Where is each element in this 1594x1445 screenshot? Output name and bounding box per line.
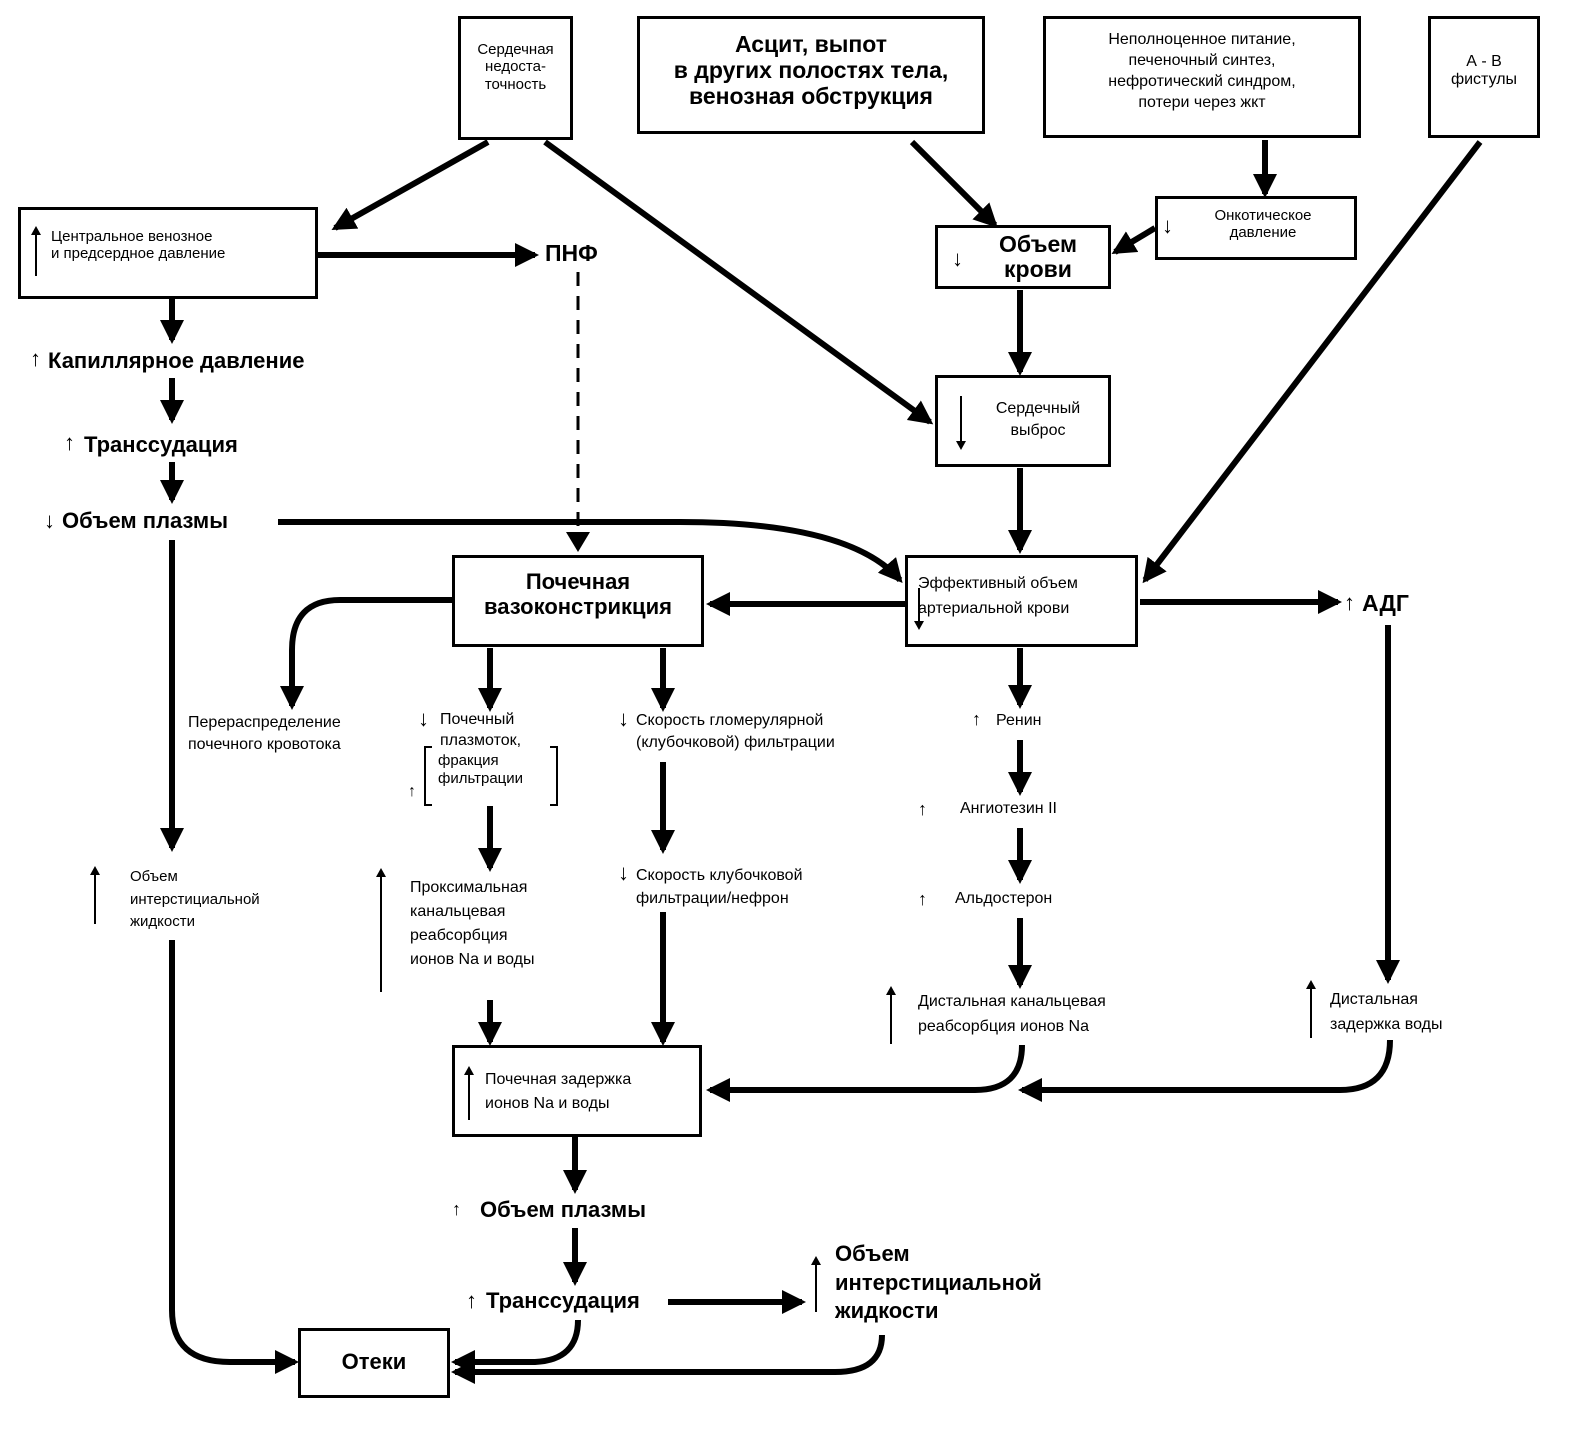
down-icon: ↓ xyxy=(418,706,429,731)
box-oncotic: ↓ Онкотическое давление xyxy=(1155,196,1357,260)
up-icon: ↑ xyxy=(408,783,416,800)
up-icon xyxy=(464,1066,474,1120)
down-icon: ↓ xyxy=(618,860,629,885)
down-icon xyxy=(914,588,924,630)
interstitial-left-label: Объем интерстициальной жидкости xyxy=(130,868,260,930)
arrow-interstitial-to-edema xyxy=(169,940,299,1374)
arrow-distal-to-retention xyxy=(706,1044,1025,1102)
box-renal-vaso: Почечная вазоконстрикция xyxy=(452,555,704,647)
box-renal-retention: Почечная задержка ионов Na и воды xyxy=(452,1045,702,1137)
oncotic-label: Онкотическое давление xyxy=(1214,207,1312,242)
box-edema: Отеки xyxy=(298,1328,450,1398)
arrow-av-to-effective xyxy=(1142,140,1483,584)
gfr-nephron-label: Скорость клубочковой фильтрации/нефрон xyxy=(636,867,803,908)
up-icon xyxy=(90,866,100,924)
box-blood-volume: ↓ Объем крови xyxy=(935,225,1111,289)
box-av-fistula: А - В фистулы xyxy=(1428,16,1540,138)
down-icon: ↓ xyxy=(618,706,629,731)
arrow-oncotic-to-volume xyxy=(1111,225,1157,255)
distal-na-label: Дистальная канальцевая реабсорбция ионов… xyxy=(918,993,1106,1035)
up-icon: ↑ xyxy=(972,709,981,729)
up-icon: ↑ xyxy=(30,346,41,371)
effective-volume-label: Эффективный объем артериальной крови xyxy=(918,575,1078,617)
ascites-label: Асцит, выпот в других полостях тела, вен… xyxy=(673,31,949,109)
aldosterone-label: Альдостерон xyxy=(955,890,1053,907)
box-effective-volume: Эффективный объем артериальной крови xyxy=(905,555,1138,647)
blood-volume-label: Объем крови xyxy=(998,231,1078,283)
angiotensin-label: Ангиотезин II xyxy=(960,800,1057,817)
plasma-volume-down-label: Объем плазмы xyxy=(62,508,228,533)
box-central-venous: Центральное венозное и предсердное давле… xyxy=(18,207,318,299)
up-icon: ↑ xyxy=(452,1199,461,1219)
down-icon: ↓ xyxy=(44,508,55,533)
renal-plasma-label: Почечный плазмоток, xyxy=(440,711,522,749)
up-icon: ↑ xyxy=(1344,590,1355,615)
up-icon: ↑ xyxy=(64,430,75,455)
malnutrition-label: Неполноценное питание, печеночный синтез… xyxy=(1108,31,1296,112)
distal-water-label: Дистальная задержка воды xyxy=(1330,991,1443,1033)
up-icon: ↑ xyxy=(466,1288,477,1313)
bracket-right xyxy=(550,746,558,806)
renal-vaso-label: Почечная вазоконстрикция xyxy=(484,569,672,619)
up-icon: ↑ xyxy=(918,799,927,819)
up-icon xyxy=(811,1256,821,1312)
filtration-fraction-label: фракция фильтрации xyxy=(438,752,524,788)
arrow-distal-water-to-retention xyxy=(1018,1039,1393,1102)
renal-retention-label: Почечная задержка ионов Na и воды xyxy=(485,1071,632,1112)
arrow-plasma-to-effective xyxy=(278,519,903,584)
box-heart-failure: Сердечная недоста- точность xyxy=(458,16,573,140)
transudation-top-label: Транссудация xyxy=(84,432,238,457)
box-malnutrition: Неполноценное питание, печеночный синтез… xyxy=(1043,16,1361,138)
arrow-ascites-to-volume xyxy=(909,139,998,228)
redistribution-label: Перераспределение почечного кровотока xyxy=(188,714,341,753)
edema-label: Отеки xyxy=(341,1349,407,1374)
arrow-heart-to-output xyxy=(543,139,934,425)
pnf-arrowhead xyxy=(566,532,590,552)
down-icon: ↓ xyxy=(1162,213,1173,238)
box-cardiac-output: Сердечный выброс xyxy=(935,375,1111,467)
bracket-left xyxy=(424,746,432,806)
down-icon xyxy=(956,396,966,450)
interstitial-bottom-label: Объем интерстициальной жидкости xyxy=(835,1241,1042,1324)
arrow-transudation-to-edema xyxy=(451,1319,581,1374)
capillary-label: Капиллярное давление xyxy=(48,348,305,373)
plasma-volume-up-label: Объем плазмы xyxy=(480,1197,646,1222)
transudation-bottom-label: Транссудация xyxy=(486,1288,640,1313)
cardiac-output-label: Сердечный выброс xyxy=(995,400,1081,440)
box-ascites: Асцит, выпот в других полостях тела, вен… xyxy=(637,16,985,134)
heart-failure-label: Сердечная недоста- точность xyxy=(477,41,554,93)
av-fistula-label: А - В фистулы xyxy=(1450,53,1518,89)
renin-label: Ренин xyxy=(996,712,1042,729)
up-icon xyxy=(886,986,896,1044)
pnf-label: ПНФ xyxy=(545,240,598,266)
adh-label: АДГ xyxy=(1362,590,1409,616)
proximal-label: Проксимальная канальцевая реабсорбция ио… xyxy=(410,879,535,968)
down-icon: ↓ xyxy=(952,246,963,271)
arrow-vaso-to-redistribution xyxy=(280,597,452,710)
up-icon xyxy=(31,226,41,276)
arrow-interstitial-bottom-to-edema xyxy=(451,1334,885,1384)
gfr-label: Скорость гломерулярной (клубочковой) фил… xyxy=(636,712,835,751)
up-icon: ↑ xyxy=(918,889,927,909)
arrow-heart-to-cvp xyxy=(331,139,490,231)
central-venous-label: Центральное венозное и предсердное давле… xyxy=(51,228,226,263)
up-icon xyxy=(376,868,386,992)
up-icon xyxy=(1306,980,1316,1038)
